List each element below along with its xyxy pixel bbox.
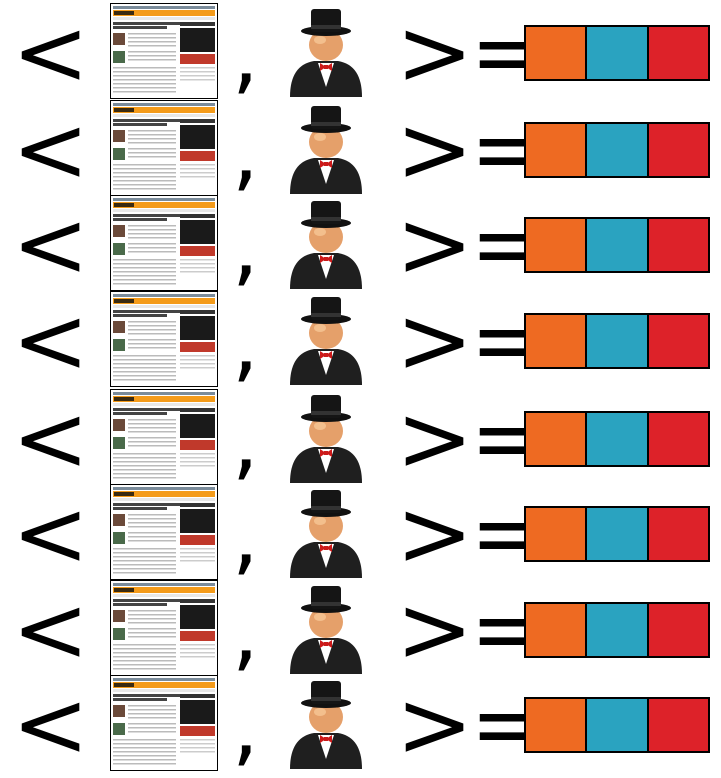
vector-segment [526, 219, 587, 271]
tuple-row: < [0, 100, 721, 196]
vector-segment [526, 27, 587, 79]
close-bracket: > [396, 104, 473, 196]
close-bracket: > [396, 679, 473, 771]
vector-segment [526, 315, 587, 367]
vector-segment [649, 413, 708, 465]
open-bracket: < [12, 199, 89, 291]
open-bracket: < [12, 488, 89, 580]
tuple-row: < [0, 580, 721, 676]
vector-segment [649, 219, 708, 271]
vector-segment [587, 413, 648, 465]
tuple-row: < [0, 3, 721, 99]
tuple-row: < [0, 675, 721, 771]
vector-segment [526, 124, 587, 176]
vector-segment [587, 219, 648, 271]
open-bracket: < [12, 393, 89, 485]
vector-segment [649, 699, 708, 751]
embedding-vector [524, 506, 710, 562]
open-bracket: < [12, 104, 89, 196]
vector-segment [649, 315, 708, 367]
vector-segment [649, 124, 708, 176]
separator-comma: , [232, 685, 259, 769]
separator-comma: , [232, 494, 259, 578]
separator-comma: , [232, 590, 259, 674]
webpage-thumbnail [110, 389, 218, 485]
close-bracket: > [396, 488, 473, 580]
user-icon [284, 199, 368, 289]
user-icon [284, 584, 368, 674]
webpage-thumbnail [110, 675, 218, 771]
open-bracket: < [12, 584, 89, 676]
close-bracket: > [396, 199, 473, 291]
user-icon [284, 7, 368, 97]
open-bracket: < [12, 679, 89, 771]
user-icon [284, 488, 368, 578]
embedding-vector [524, 602, 710, 658]
vector-segment [649, 508, 708, 560]
open-bracket: < [12, 7, 89, 99]
embedding-vector [524, 217, 710, 273]
vector-segment [649, 27, 708, 79]
vector-segment [649, 604, 708, 656]
vector-segment [587, 27, 648, 79]
embedding-vector [524, 122, 710, 178]
user-icon [284, 295, 368, 385]
vector-segment [526, 508, 587, 560]
webpage-thumbnail [110, 291, 218, 387]
embedding-vector [524, 697, 710, 753]
vector-segment [587, 699, 648, 751]
webpage-thumbnail [110, 580, 218, 676]
webpage-thumbnail [110, 100, 218, 196]
open-bracket: < [12, 295, 89, 387]
webpage-thumbnail [110, 3, 218, 99]
user-icon [284, 393, 368, 483]
vector-segment [587, 604, 648, 656]
tuple-row: < [0, 291, 721, 387]
user-icon [284, 679, 368, 769]
vector-segment [587, 124, 648, 176]
webpage-thumbnail [110, 195, 218, 291]
embedding-vector [524, 411, 710, 467]
vector-segment [526, 604, 587, 656]
vector-segment [526, 699, 587, 751]
separator-comma: , [232, 205, 259, 289]
vector-segment [526, 413, 587, 465]
tuple-row: < [0, 195, 721, 291]
separator-comma: , [232, 110, 259, 194]
separator-comma: , [232, 399, 259, 483]
tuple-row: < [0, 484, 721, 580]
close-bracket: > [396, 7, 473, 99]
vector-segment [587, 315, 648, 367]
separator-comma: , [232, 13, 259, 97]
vector-segment [587, 508, 648, 560]
close-bracket: > [396, 295, 473, 387]
embedding-vector [524, 25, 710, 81]
embedding-vector [524, 313, 710, 369]
webpage-thumbnail [110, 484, 218, 580]
user-icon [284, 104, 368, 194]
separator-comma: , [232, 301, 259, 385]
close-bracket: > [396, 393, 473, 485]
close-bracket: > [396, 584, 473, 676]
tuple-row: < [0, 389, 721, 485]
